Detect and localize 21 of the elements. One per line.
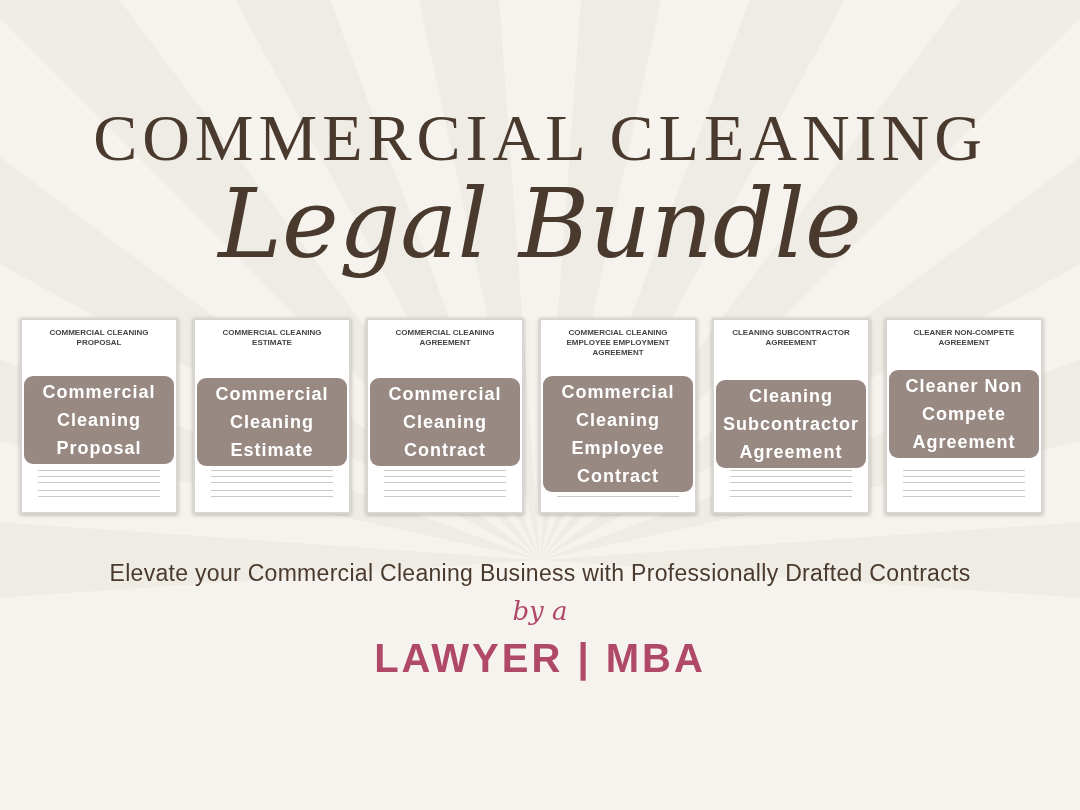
document-page	[539, 318, 697, 514]
document-heading: COMMERCIAL CLEANING PROPOSAL	[48, 328, 150, 348]
title-badge: Commercial Cleaning Estimate	[197, 378, 347, 466]
document-page	[193, 318, 351, 514]
document-heading: CLEANING SUBCONTRACTOR AGREEMENT	[731, 328, 851, 348]
document-heading: COMMERCIAL CLEANING AGREEMENT	[394, 328, 496, 348]
document-page	[712, 318, 870, 514]
document-heading: CLEANER NON-COMPETE AGREEMENT	[912, 328, 1016, 348]
document-heading: COMMERCIAL CLEANING EMPLOYEE EMPLOYMENT AGREEMENT	[565, 328, 671, 358]
document-heading: COMMERCIAL CLEANING ESTIMATE	[221, 328, 323, 348]
title-badge: Cleaner Non Compete Agreement	[889, 370, 1039, 458]
document-page	[20, 318, 178, 514]
title-badge: Commercial Cleaning Contract	[370, 378, 520, 466]
credential-heading: LAWYER | MBA	[373, 636, 707, 681]
script-byline: by a	[511, 596, 569, 626]
tagline: Elevate your Commercial Cleaning Business with Professionally Drafted Contracts	[108, 560, 972, 587]
document-page	[885, 318, 1043, 514]
title-badge: Commercial Cleaning Proposal	[24, 376, 174, 464]
title-badge: Cleaning Subcontractor Agreement	[716, 380, 866, 468]
document-page	[366, 318, 524, 514]
title-badge: Commercial Cleaning Employee Contract	[543, 376, 693, 492]
